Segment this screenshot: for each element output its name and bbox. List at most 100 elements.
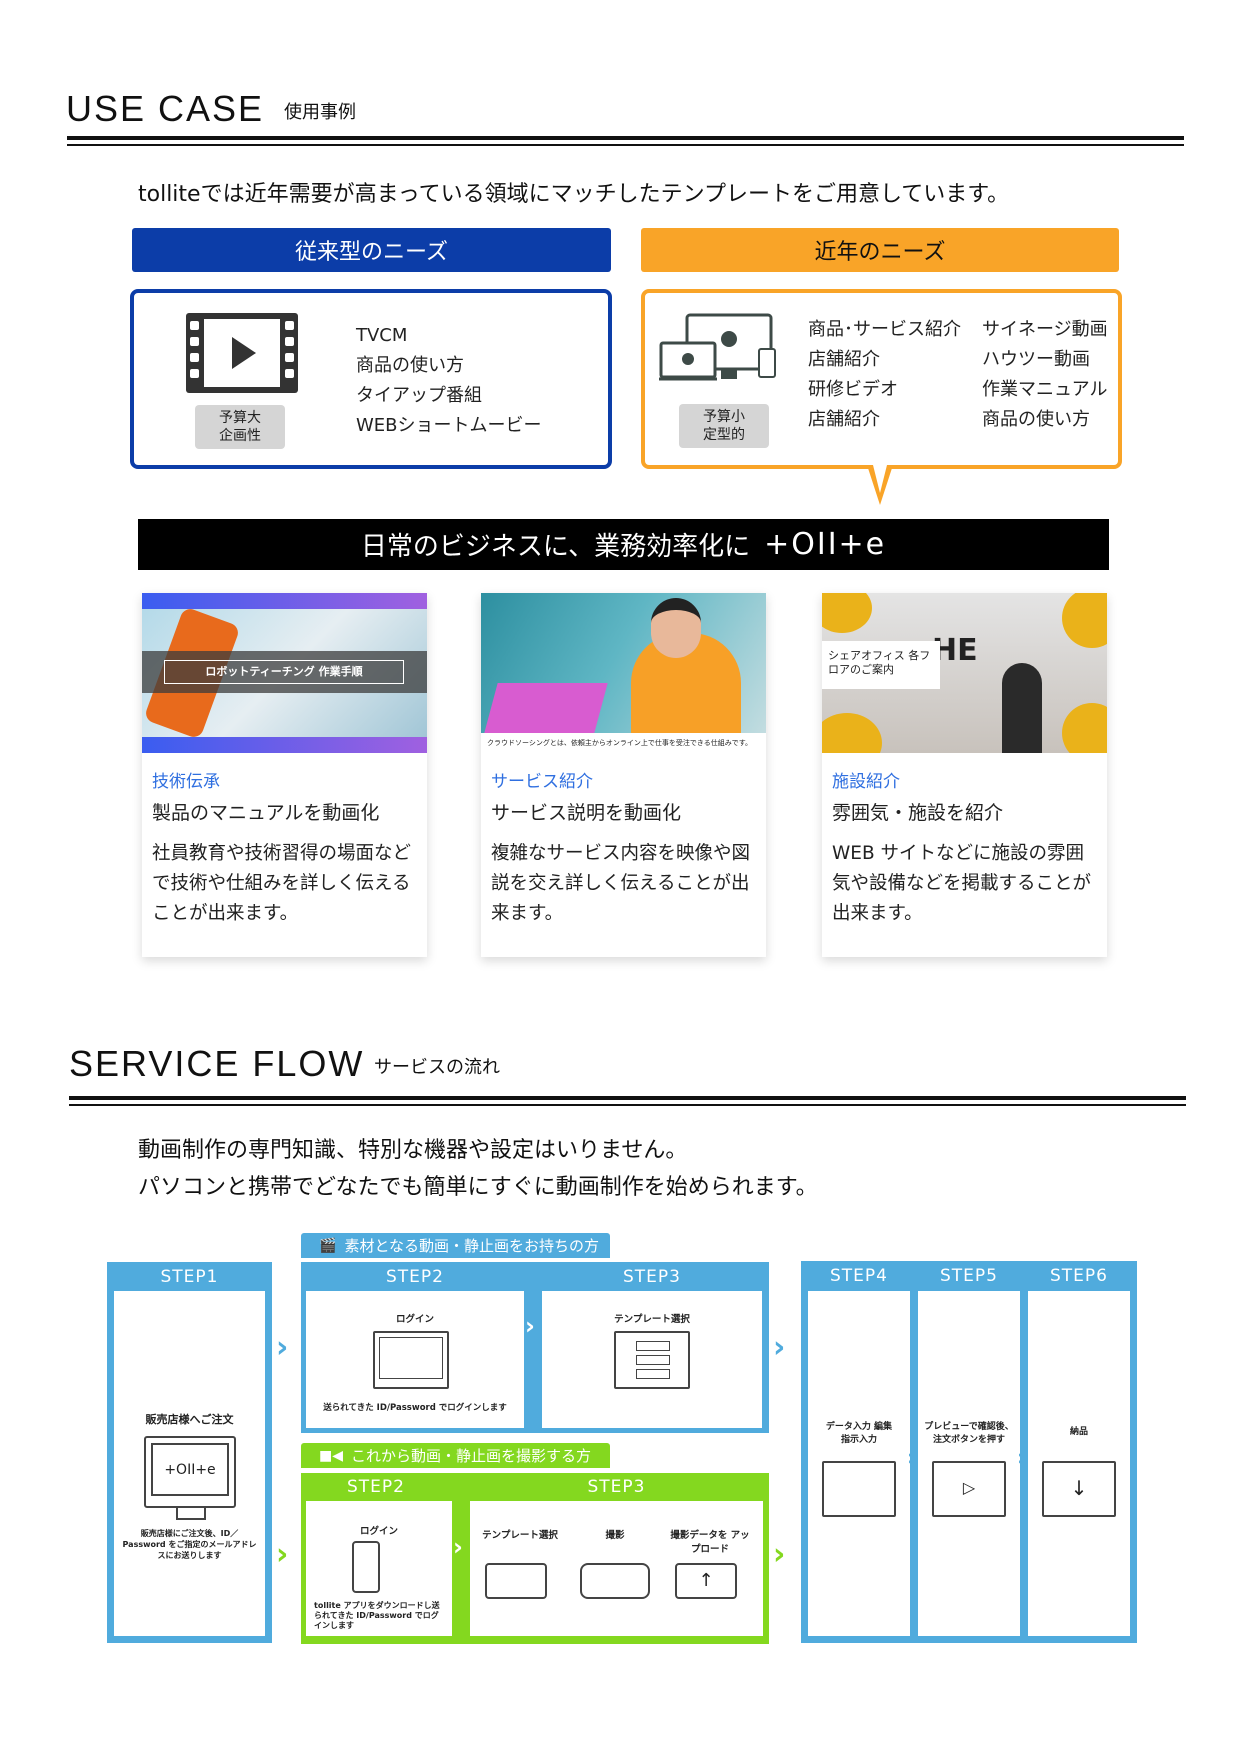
traditional-needs-box: 予算大企画性 TVCM 商品の使い方 タイアップ番組 WEBショートムービー (130, 289, 612, 469)
step-label: STEP3 (587, 1477, 646, 1497)
blue-path-panel: STEP2 STEP3 ログイン 送られてきた ID/Password でログイ… (301, 1262, 769, 1433)
green-path-tab: ■◀ これから動画・静止画を撮影する方 (301, 1443, 610, 1468)
budget-badge: 予算大企画性 (195, 405, 285, 449)
use-case-card: クラウドソーシングとは、依頼主からオンライン上で仕事を受注できる仕組みです。 サ… (481, 593, 766, 957)
card-heading: 雰囲気・施設を紹介 (832, 802, 1004, 824)
card-label: サービス紹介 (491, 772, 593, 792)
need-item: 研修ビデオ (808, 379, 898, 400)
need-item: 作業マニュアル (982, 379, 1108, 400)
tollite-logo: +OII+e (764, 527, 887, 562)
badge-line: 予算小 (703, 409, 745, 425)
badge-line: 予算大 (219, 410, 261, 426)
step-title: 販売店様へご注文 (145, 1413, 234, 1426)
badge-line: 定型的 (703, 427, 745, 443)
need-item: TVCM (356, 325, 408, 346)
monitor-icon: +OII+e (144, 1436, 236, 1520)
step-label: STEP5 (940, 1266, 998, 1286)
step-title: データ入力 編集指示入力 (825, 1422, 893, 1445)
need-item: 商品の使い方 (982, 409, 1090, 430)
blue-path-tab: 🎬素材となる動画・静止画をお持ちの方 (301, 1233, 610, 1258)
card-body: 複雑なサービス内容を映像や図説を交え詳しく伝えることが出来ます。 (491, 843, 751, 924)
step-desc: 販売店様にご注文後、ID／Password をご指定のメールアドレスにお送りしま… (122, 1529, 257, 1560)
need-item: 商品･サービス紹介 (808, 319, 961, 340)
template-monitor-icon (614, 1331, 690, 1389)
chevron-right-icon: › (773, 1537, 786, 1572)
chevron-right-icon: › (907, 1446, 917, 1471)
office-image: HE シェアオフィス 各フロアのご案内 (822, 593, 1107, 753)
step-title: テンプレート選択 (614, 1314, 690, 1325)
card-heading: サービス説明を動画化 (491, 802, 682, 824)
step-title: テンプレート選択 (482, 1530, 558, 1541)
chevron-right-icon: › (453, 1533, 463, 1561)
need-item: WEBショートムービー (356, 415, 542, 436)
use-case-intro: tolliteでは近年需要が高まっている領域にマッチしたテンプレートをご用意して… (138, 182, 1010, 207)
tab-label: これから動画・静止画を撮影する方 (351, 1447, 592, 1465)
woman-laptop-image: クラウドソーシングとは、依頼主からオンライン上で仕事を受注できる仕組みです。 (481, 593, 766, 753)
robot-arm-image: ロボットティーチング 作業手順 (142, 593, 427, 753)
card-label: 施設紹介 (832, 772, 900, 792)
step-label: STEP4 (830, 1266, 888, 1286)
badge-line: 企画性 (219, 428, 261, 444)
recent-needs-list-1: 商品･サービス紹介 店舗紹介 研修ビデオ 店舗紹介 (808, 315, 961, 435)
login-monitor-icon (373, 1331, 449, 1389)
chevron-right-icon: › (276, 1537, 289, 1572)
tablet-template-icon (485, 1563, 547, 1599)
card-label: 技術伝承 (152, 772, 220, 792)
step-title: プレビューで確認後、注文ボタンを押す (924, 1422, 1014, 1445)
need-item: サイネージ動画 (982, 319, 1108, 340)
banner-text: 日常のビジネスに、業務効率化に (360, 532, 751, 562)
need-item: 商品の使い方 (356, 355, 464, 376)
need-item: タイアップ番組 (356, 385, 482, 406)
divider (67, 136, 1184, 140)
chevron-right-icon: › (276, 1330, 289, 1365)
step-title: 撮影 (605, 1530, 625, 1541)
download-monitor-icon: ↓ (1042, 1461, 1116, 1517)
step-label: STEP2 (386, 1267, 444, 1287)
card-body: 社員教育や技術習得の場面などで技術や仕組みを詳しく伝えることが出来ます。 (152, 843, 412, 924)
film-play-icon (186, 313, 298, 393)
need-item: 店舗紹介 (808, 409, 880, 430)
chevron-right-icon: › (773, 1330, 786, 1365)
service-flow-title: SERVICE FLOW (69, 1043, 365, 1084)
step-desc: tollite アプリをダウンロードし送られてきた ID/Password でロ… (314, 1601, 440, 1630)
divider (67, 144, 1184, 146)
tagline-banner: 日常のビジネスに、業務効率化に +OII+e (138, 519, 1109, 570)
traditional-needs-header: 従来型のニーズ (132, 228, 611, 272)
image-caption: ロボットティーチング 作業手順 (164, 660, 404, 684)
step-title: ログイン (359, 1526, 398, 1537)
divider (69, 1096, 1186, 1100)
chevron-right-icon: › (1017, 1446, 1027, 1471)
recent-needs-header: 近年のニーズ (641, 228, 1119, 272)
upload-icon: ↑ (675, 1563, 737, 1599)
image-caption: クラウドソーシングとは、依頼主からオンライン上で仕事を受注できる仕組みです。 (481, 733, 766, 753)
use-case-card: ロボットティーチング 作業手順 技術伝承 製品のマニュアルを動画化 社員教育や技… (142, 593, 427, 957)
use-case-title: USE CASE (66, 88, 265, 129)
card-heading: 製品のマニュアルを動画化 (152, 802, 380, 824)
use-case-subtitle: 使用事例 (284, 102, 356, 123)
step-label: STEP2 (347, 1477, 405, 1497)
service-flow-intro-1: 動画制作の専門知識、特別な機器や設定はいりません。 (138, 1138, 688, 1163)
speech-tail (867, 465, 893, 505)
need-item: 店舗紹介 (808, 349, 880, 370)
smartphone-icon (352, 1541, 380, 1593)
service-flow-intro-2: パソコンと携帯でどなたでも簡単にすぐに動画制作を始められます。 (138, 1175, 818, 1200)
recent-needs-box: 予算小定型的 商品･サービス紹介 店舗紹介 研修ビデオ 店舗紹介 サイネージ動画… (641, 289, 1122, 469)
tollite-logo: +OII+e (151, 1443, 229, 1496)
green-path-panel: STEP2 STEP3 ログイン tollite アプリをダウンロードし送られて… (301, 1473, 769, 1644)
budget-badge: 予算小定型的 (679, 404, 769, 448)
clapperboard-icon: 🎬 (319, 1237, 337, 1254)
steps-4-6-panel: STEP4 STEP5 STEP6 データ入力 編集指示入力 プレビューで確認後… (801, 1261, 1137, 1643)
divider (69, 1104, 1186, 1106)
step-title: 撮影データを アップロード (670, 1530, 750, 1555)
video-camera-icon: ■◀ (319, 1447, 343, 1464)
chevron-right-icon: › (525, 1312, 535, 1340)
step-title: ログイン (395, 1314, 434, 1325)
recent-needs-list-2: サイネージ動画 ハウツー動画 作業マニュアル 商品の使い方 (982, 315, 1108, 435)
image-caption: シェアオフィス 各フロアのご案内 (822, 641, 940, 689)
use-case-card: HE シェアオフィス 各フロアのご案内 施設紹介 雰囲気・施設を紹介 WEB サ… (822, 593, 1107, 957)
traditional-needs-list: TVCM 商品の使い方 タイアップ番組 WEBショートムービー (356, 321, 542, 441)
camera-shoot-icon (580, 1563, 650, 1599)
step-title: 納品 (1069, 1427, 1088, 1437)
need-item: ハウツー動画 (982, 349, 1090, 370)
service-flow-subtitle: サービスの流れ (374, 1057, 500, 1078)
